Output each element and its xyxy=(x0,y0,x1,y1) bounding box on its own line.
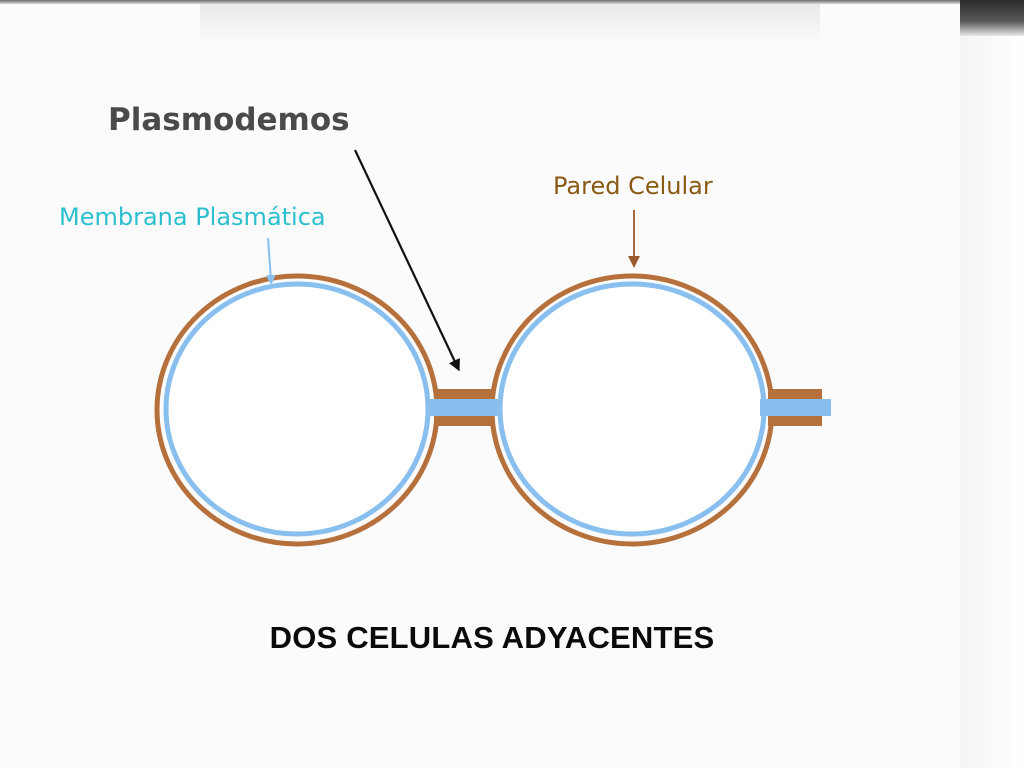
scan-corner-shadow xyxy=(960,0,1024,36)
plasmodesma-channel xyxy=(426,399,498,416)
left-cell-membrane xyxy=(163,281,431,537)
plasmodesma-wall-top xyxy=(434,389,494,399)
plasmodesma-wall-bottom xyxy=(434,416,494,426)
blue-arrow-icon xyxy=(265,237,276,285)
scan-shadow xyxy=(200,4,820,44)
membrana-plasmatica-label: Membrana Plasmática xyxy=(59,203,326,231)
right-edge-channel xyxy=(760,399,831,416)
left-cell xyxy=(154,273,440,547)
right-cell-membrane xyxy=(497,281,767,537)
plasmodesma-junction xyxy=(426,389,498,426)
right-cell xyxy=(489,273,775,547)
diagram-caption: DOS CELULAS ADYACENTES xyxy=(269,620,715,655)
right-edge-wall-top xyxy=(768,389,822,399)
plasmodesma-right-edge xyxy=(760,389,831,426)
scan-top-edge xyxy=(0,0,1024,4)
black-arrow-icon xyxy=(354,149,460,372)
right-edge-wall-bottom xyxy=(768,416,822,426)
plasmodesmos-label: Plasmodemos xyxy=(108,102,350,138)
pared-celular-label: Pared Celular xyxy=(553,172,713,200)
scan-right-edge xyxy=(960,0,1024,768)
